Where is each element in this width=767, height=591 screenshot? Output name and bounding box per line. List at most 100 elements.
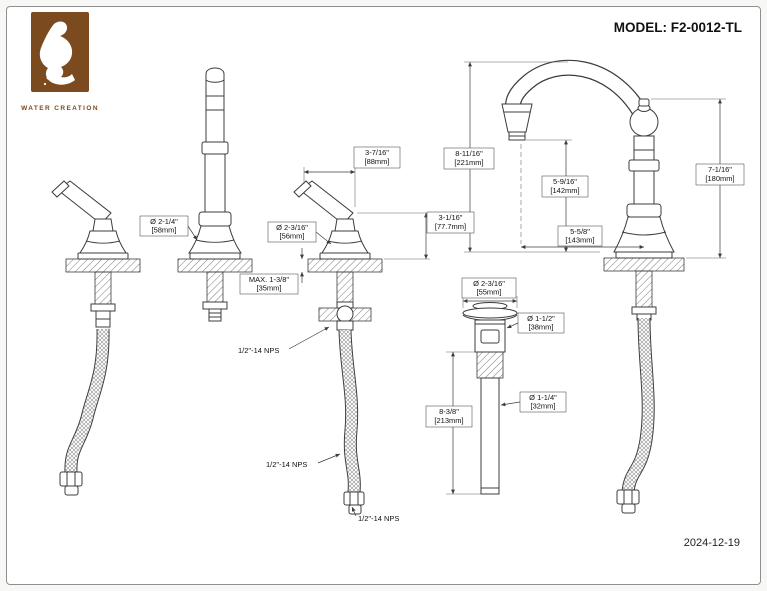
extension-line [303, 167, 356, 207]
hose-nut-tip [621, 503, 636, 514]
braided-hose [621, 317, 655, 493]
threaded-shank [635, 270, 653, 308]
escutcheon [189, 252, 241, 260]
logo-water-drop [43, 82, 47, 86]
dim-label-spout-height: 5-9/16" [142mm] [541, 175, 589, 198]
dim-text: [221mm] [454, 158, 483, 167]
dimension-labels: Ø 2-1/4" [58mm] 3-7/16" [88mm] 3-1/16" [… [139, 146, 745, 523]
logo-mark [31, 12, 89, 92]
dim-label-drain-pipe-dia: Ø 1-1/4" [32mm] [519, 391, 567, 413]
deck-section [307, 258, 383, 273]
overflow-hole [480, 329, 500, 344]
column-ring [205, 79, 225, 111]
dim-text: Ø 2-3/16" [473, 279, 505, 288]
dim-text: [143mm] [565, 236, 594, 245]
dim-text: [35mm] [256, 284, 281, 293]
drain-tailpipe [480, 377, 500, 495]
dim-text: [180mm] [705, 174, 734, 183]
dim-text: [58mm] [151, 226, 176, 235]
nps-label-3: 1/2"-14 NPS [358, 514, 399, 523]
bell-ring [195, 239, 235, 243]
finial-knob [638, 98, 650, 107]
valve-hub [336, 305, 354, 323]
dim-text: [38mm] [528, 323, 553, 332]
dim-text: 5-9/16" [553, 177, 577, 186]
dim-label-handle-base-dia: Ø 2-3/16" [56mm] [267, 221, 317, 243]
braided-hose [338, 329, 361, 493]
dim-text: Ø 2-1/4" [150, 217, 178, 226]
valve-nut [336, 320, 354, 331]
dim-text: [77.7mm] [435, 222, 466, 231]
dim-text: MAX. 1-3/8" [249, 275, 290, 284]
leader-nps-3 [351, 506, 357, 517]
shank-collar [90, 303, 116, 312]
dim-text: Ø 1-1/2" [527, 314, 555, 323]
spout-column-front-view [177, 67, 253, 322]
bell-ring [621, 231, 667, 236]
drain-flange [462, 307, 518, 319]
deck-section [177, 258, 253, 273]
gooseneck-spout [504, 59, 647, 117]
dim-text: 3-1/16" [439, 213, 463, 222]
dim-label-spout-reach: 5-5/8" [143mm] [557, 225, 603, 247]
hose-nut [343, 491, 365, 506]
shank-stub [208, 308, 222, 322]
leader-handle-base-dia [315, 231, 332, 245]
leader-nps-1 [288, 326, 330, 350]
hose-nut-tip [348, 504, 362, 515]
handle-neck [92, 218, 114, 232]
drain-threads [476, 351, 504, 379]
dim-label-deck-thickness: MAX. 1-3/8" [35mm] [239, 273, 299, 295]
leader-spout-base-dia [187, 225, 198, 241]
dim-text: 5-5/8" [570, 227, 590, 236]
column-collar [628, 159, 660, 172]
handle-lever-cap [51, 180, 70, 198]
stub-threads [209, 312, 221, 318]
extension-line [651, 98, 726, 259]
dim-text: [55mm] [476, 288, 501, 297]
handle-dimension-view [293, 180, 383, 515]
dim-label-drain-length: 8-3/8" [213mm] [425, 405, 473, 428]
dim-label-drain-body-dia: Ø 1-1/2" [38mm] [517, 312, 565, 334]
handle-hose-side-view [51, 180, 141, 496]
model-number: MODEL: F2-0012-TL [613, 20, 742, 35]
leader-drain-body-dia [506, 322, 519, 329]
dim-label-drain-flange-dia: Ø 2-3/16" [55mm] [461, 277, 517, 299]
revision-date: 2024-12-19 [683, 537, 740, 549]
dim-text: Ø 1-1/4" [529, 393, 557, 402]
brand-name: WATER CREATION [21, 105, 99, 112]
handle-bell-base [79, 230, 127, 254]
dim-label-overall-height: 8-11/16" [221mm] [443, 147, 495, 170]
dim-text: 8-11/16" [455, 149, 483, 158]
ball-finial [629, 107, 659, 137]
logo-water-drop [46, 76, 50, 80]
handle-lever-cap [293, 180, 312, 198]
hose-nut-flats [349, 492, 359, 505]
deck-section [65, 258, 141, 273]
dim-text: [142mm] [550, 186, 579, 195]
deck-section [603, 257, 685, 272]
hose-nut-tip [64, 485, 79, 496]
dim-label-handle-height: 3-1/16" [77.7mm] [426, 211, 475, 234]
threaded-shank [336, 271, 354, 303]
dim-text: 7-1/16" [708, 165, 732, 174]
column-collar [201, 141, 229, 155]
handle-neck [334, 218, 356, 232]
dim-text: [213mm] [434, 416, 463, 425]
shank-collar [631, 306, 657, 315]
spout-outlet-bell [501, 103, 533, 133]
faucet-side-view [501, 59, 685, 514]
dim-label-spout-base-dia: Ø 2-1/4" [58mm] [139, 215, 189, 237]
escutcheon [77, 252, 129, 260]
column-lower [204, 153, 226, 213]
brand-logo: WATER CREATION [18, 12, 102, 112]
braided-hose [64, 328, 110, 473]
dim-label-spout-top-height: 7-1/16" [180mm] [695, 163, 745, 186]
extension-line [464, 61, 600, 253]
dim-text: 3-7/16" [365, 148, 389, 157]
drain-body [474, 319, 506, 353]
column-bell-base [188, 225, 242, 254]
extension-line [357, 212, 430, 260]
logo-figure [39, 21, 75, 85]
